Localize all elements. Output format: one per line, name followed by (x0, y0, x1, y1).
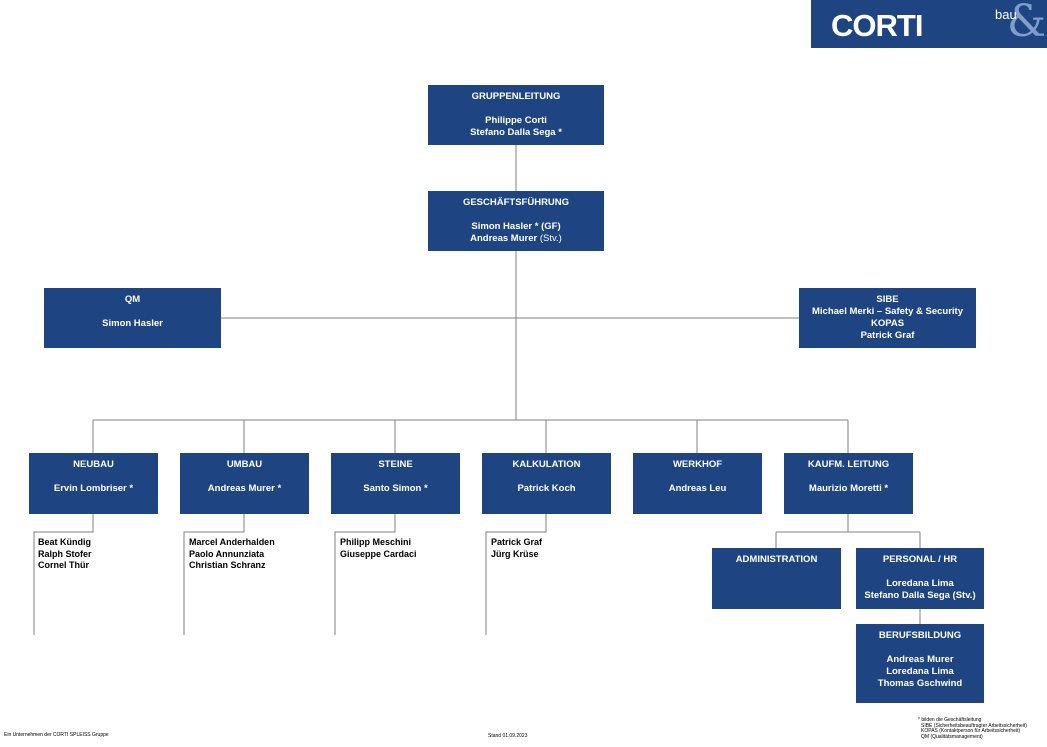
staff-member: Ralph Stofer (38, 548, 92, 559)
footer-date-text: Stand 01.09.2023 (488, 733, 528, 739)
connector-umbau-staff (183, 514, 245, 635)
box-title: STEINE (378, 459, 413, 470)
box-department-neubau: NEUBAU Ervin Lombriser * (29, 453, 158, 514)
staff-member: Giuseppe Cardaci (340, 548, 417, 559)
department-lead: Santo Simon * (363, 483, 428, 494)
member-name: Thomas Gschwind (877, 678, 963, 689)
staff-list-neubau: Beat Kündig Ralph Stofer Cornel Thür (38, 537, 92, 572)
box-title: UMBAU (226, 459, 263, 470)
legend-line: * bilden die Geschäftsleitung (918, 717, 982, 723)
legend-line: KOPAS (Kontaktperson für Arbeitssicherhe… (921, 728, 1021, 735)
box-title: BERUFSBILDUNG (878, 630, 962, 641)
member-name: Philippe Corti (485, 115, 547, 126)
member-name: Stefano Dalla Sega (Stv.) (864, 590, 976, 601)
department-lead: Andreas Leu (668, 483, 727, 494)
member-name: Andreas Murer (470, 233, 538, 244)
member-name: Simon Hasler * (GF) (471, 221, 561, 232)
member-name: Simon Hasler (102, 318, 163, 329)
box-department-kaufm-leitung: KAUFM. LEITUNG Maurizio Moretti * (784, 453, 913, 514)
legend-line: QM (Qualitätsmanagement) (921, 733, 983, 740)
department-lead: Patrick Koch (517, 483, 576, 494)
box-department-umbau: UMBAU Andreas Murer * (180, 453, 309, 514)
department-lead: Maurizio Moretti * (808, 483, 889, 494)
logo-wordmark: CORTI (831, 8, 923, 43)
box-title: NEUBAU (73, 459, 114, 470)
box-title: SIBE (876, 294, 899, 305)
box-title: KALKULATION (512, 459, 581, 470)
department-lead: Andreas Murer * (207, 483, 282, 494)
box-title: KAUFM. LEITUNG (807, 459, 890, 470)
member-name: Andreas Murer (886, 654, 954, 665)
box-department-steine: STEINE Santo Simon * (331, 453, 460, 514)
role-label: KOPAS (870, 318, 905, 329)
box-sibe: SIBE Michael Merki – Safety & Security K… (799, 288, 976, 348)
member-name: Stefano Dalla Sega * (470, 127, 562, 138)
box-geschaeftsfuehrung: GESCHÄFTSFÜHRUNG Simon Hasler * (GF) And… (428, 191, 604, 251)
corti-bau-logo: & CORTI bau (811, 0, 1047, 48)
staff-member: Christian Schranz (189, 560, 266, 570)
box-department-werkhof: WERKHOF Andreas Leu (633, 453, 762, 514)
connector-steine-staff (334, 514, 396, 635)
staff-member: Philipp Meschini (340, 537, 412, 547)
box-title: WERKHOF (672, 459, 723, 470)
connector-kalkulation-staff (485, 514, 547, 635)
box-title: ADMINISTRATION (735, 554, 818, 565)
box-personal-hr: PERSONAL / HR Loredana Lima Stefano Dall… (856, 548, 984, 609)
logo-suffix: bau (995, 7, 1017, 22)
staff-list-steine: Philipp Meschini Giuseppe Cardaci (340, 537, 417, 560)
logo-ampersand: & (1007, 0, 1047, 47)
staff-member: Paolo Annunziata (189, 548, 265, 559)
box-administration: ADMINISTRATION (712, 548, 841, 609)
member-name: Michael Merki – Safety & Security (811, 306, 963, 317)
staff-member: Beat Kündig (38, 537, 91, 547)
footer-date: Stand 01.09.2023 (488, 733, 528, 740)
footer-legend: * bilden die Geschäftsleitung SIBE (Sich… (918, 717, 1027, 740)
connector-neubau-staff (33, 514, 94, 635)
box-title: GESCHÄFTSFÜHRUNG (462, 197, 570, 208)
staff-member: Cornel Thür (38, 560, 89, 570)
box-department-kalkulation: KALKULATION Patrick Koch (482, 453, 611, 514)
footer-company-note: Ein Unternehmen der CORTI SPLEISS Gruppe (4, 732, 109, 739)
department-lead: Ervin Lombriser * (53, 483, 134, 494)
staff-list-kalkulation: Patrick Graf Jürg Krüse (491, 537, 542, 560)
role-suffix: (Stv.) (537, 233, 562, 244)
staff-member: Patrick Graf (491, 537, 543, 547)
box-title: PERSONAL / HR (882, 554, 958, 565)
member-name: Loredana Lima (886, 666, 954, 677)
member-name: Patrick Graf (860, 330, 915, 341)
member-name-with-role: Andreas Murer (Stv.) (428, 233, 604, 245)
staff-member: Jürg Krüse (491, 548, 539, 559)
staff-member: Marcel Anderhalden (189, 537, 275, 547)
box-title: QM (124, 294, 141, 305)
box-title: GRUPPENLEITUNG (471, 91, 561, 102)
box-qm: QM Simon Hasler (44, 288, 221, 348)
box-berufsbildung: BERUFSBILDUNG Andreas Murer Loredana Lim… (856, 624, 984, 703)
staff-list-umbau: Marcel Anderhalden Paolo Annunziata Chri… (189, 537, 275, 572)
legend-line: SIBE (Sicherheitsbeauftragter Arbeitssic… (921, 722, 1027, 729)
member-name: Loredana Lima (886, 578, 954, 589)
box-gruppenleitung: GRUPPENLEITUNG Philippe Corti Stefano Da… (428, 85, 604, 145)
footer-company-text: Ein Unternehmen der CORTI SPLEISS Gruppe (4, 732, 109, 738)
